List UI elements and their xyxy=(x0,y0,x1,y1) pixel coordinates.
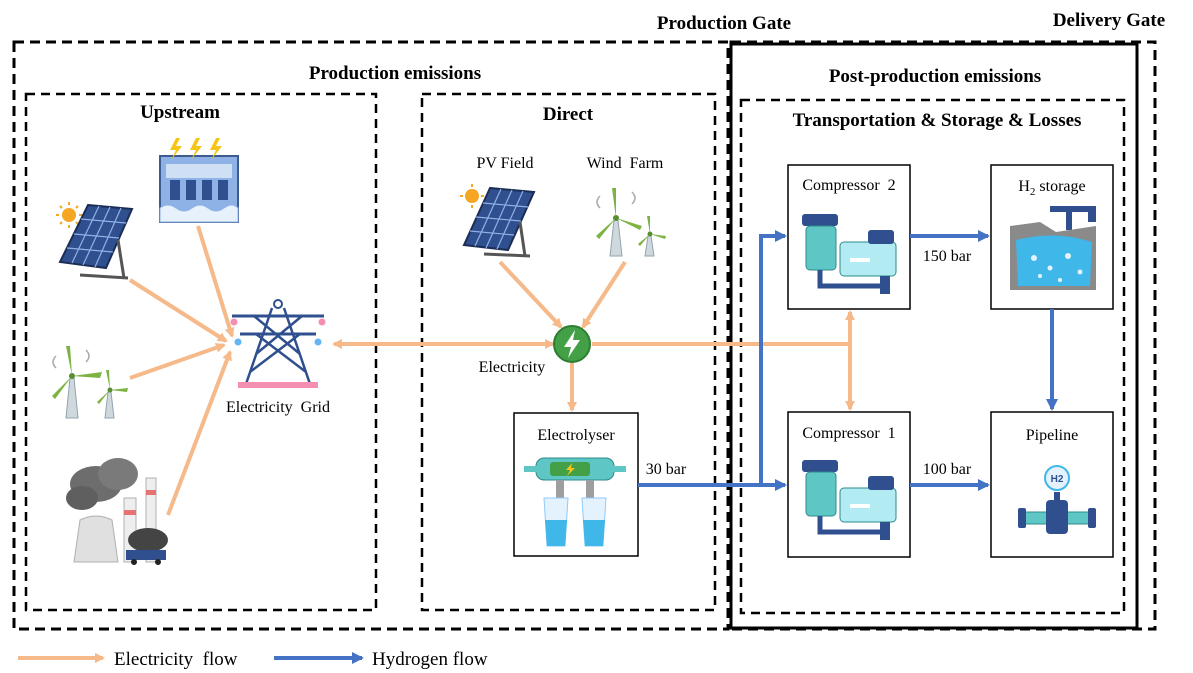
compressor-2-icon xyxy=(802,214,897,294)
legend-electricity-label: Electricity flow xyxy=(114,649,238,670)
h2-storage-label-suffix: storage xyxy=(1035,178,1085,195)
electricity-grid-label: Electricity Grid xyxy=(226,399,330,416)
post-production-emissions-label: Post-production emissions xyxy=(829,66,1041,87)
electricity-flows xyxy=(128,225,855,516)
electrolyser-label: Electrolyser xyxy=(537,427,615,444)
production-emissions-label: Production emissions xyxy=(309,63,481,84)
flow-wind-to-grid xyxy=(129,342,226,380)
pipeline-icon: H2 xyxy=(1018,465,1096,534)
wind-farm-label: Wind Farm xyxy=(587,155,664,172)
flow-hydro-to-grid xyxy=(196,225,235,338)
pipeline-label: Pipeline xyxy=(1026,427,1078,444)
electricity-hub-icon xyxy=(553,325,591,363)
h2-storage-label-sub: 2 xyxy=(1030,186,1036,198)
upstream-box xyxy=(24,92,378,612)
flow-solar-to-grid xyxy=(128,278,228,343)
h2-storage-label-prefix: H xyxy=(1018,178,1030,195)
upstream-label: Upstream xyxy=(140,102,220,123)
direct-label: Direct xyxy=(543,104,594,125)
flow-pv-to-hub xyxy=(498,260,563,329)
flow-electrolyser-to-compressor-2 xyxy=(759,230,787,485)
electrolyser-box xyxy=(513,412,639,557)
delivery-gate-label: Delivery Gate xyxy=(1053,10,1165,31)
coal-plant-icon xyxy=(66,458,168,565)
transport-box xyxy=(739,98,1126,615)
h2-badge-text: H2 xyxy=(1051,474,1064,485)
delivery-gate-boundary xyxy=(729,40,1157,631)
pressure-100-label: 100 bar xyxy=(923,461,972,478)
hydro-dam-icon xyxy=(159,138,239,223)
h2-storage-icon xyxy=(1010,206,1096,290)
flow-wind-to-hub xyxy=(581,260,627,329)
wind-farm-icon xyxy=(596,188,666,257)
compressor-1-icon xyxy=(802,460,897,540)
compressor-2-label: Compressor 2 xyxy=(802,177,895,194)
hydrogen-flows xyxy=(638,230,1058,491)
upstream-solar-icon xyxy=(56,202,134,280)
transport-label: Transportation & Storage & Losses xyxy=(793,110,1082,131)
pv-field-label: PV Field xyxy=(476,155,533,172)
production-gate-label: Production Gate xyxy=(657,13,791,34)
compressor-1-label: Compressor 1 xyxy=(802,425,895,442)
pressure-150-label: 150 bar xyxy=(923,248,972,265)
electrolyser-icon xyxy=(524,457,626,547)
electricity-grid-icon xyxy=(230,299,326,388)
pressure-30-label: 30 bar xyxy=(646,461,687,478)
flow-coal-to-grid xyxy=(166,350,232,516)
pv-field-icon xyxy=(460,184,536,258)
h2-storage-label: H2 storage xyxy=(1018,178,1085,198)
upstream-wind-icon xyxy=(52,346,128,419)
legend-hydrogen-label: Hydrogen flow xyxy=(372,649,488,670)
electricity-label: Electricity xyxy=(479,359,546,376)
production-gate-boundary xyxy=(12,40,730,631)
